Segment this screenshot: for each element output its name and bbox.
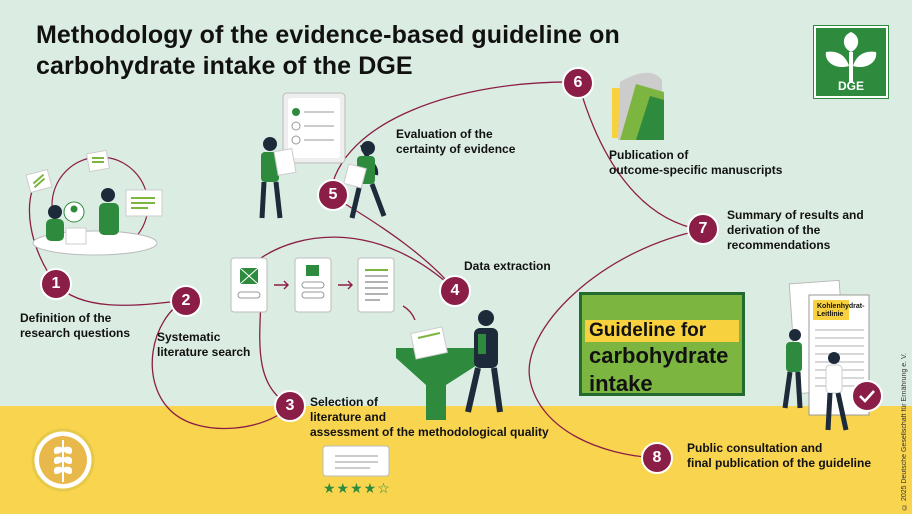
leaves-icon — [825, 32, 877, 82]
process-path — [28, 81, 703, 459]
wheat-icon — [31, 428, 95, 492]
floating-cards — [25, 149, 163, 245]
ground-band — [0, 406, 912, 514]
search-documents — [230, 257, 416, 321]
step-4-label: Data extraction — [464, 259, 551, 273]
dge-logo: DGE — [814, 26, 888, 98]
guideline-box-line-2: carbohydrate — [589, 343, 729, 368]
team-people — [46, 188, 119, 241]
funnel — [396, 326, 488, 420]
step-5-number: 5 — [317, 179, 349, 211]
step-7-number: 7 — [687, 213, 719, 245]
title-line-2: carbohydrate intake of the DGE — [36, 52, 413, 80]
document-label: Kohlenhydrat- Leitlinie — [817, 303, 865, 318]
guideline-documents — [788, 279, 883, 416]
rating-card — [322, 445, 390, 477]
dge-logo-text: DGE — [837, 79, 864, 93]
copyright: © 2025 Deutsche Gesellschaft für Ernähru… — [901, 353, 908, 510]
step-6-number: 6 — [562, 67, 594, 99]
evaluation-checklist — [282, 92, 346, 164]
manuscript-stack — [612, 72, 664, 140]
guideline-box: Guideline for carbohydrate intake — [579, 292, 745, 396]
step-8-number: 8 — [641, 442, 673, 474]
rating-stars: ★★★★☆ — [323, 480, 391, 496]
title-line-1: Methodology of the evidence-based guidel… — [36, 21, 620, 49]
guideline-people — [782, 329, 849, 431]
team-table — [32, 230, 158, 256]
step-4-number: 4 — [439, 275, 471, 307]
step-1-number: 1 — [40, 268, 72, 300]
guideline-box-line-1: Guideline for — [585, 320, 739, 342]
page-title: Methodology of the evidence-based guidel… — [36, 20, 620, 82]
evaluation-people — [259, 137, 387, 219]
guideline-box-line-3: intake — [589, 371, 653, 396]
step-2-number: 2 — [170, 285, 202, 317]
step-3-number: 3 — [274, 390, 306, 422]
person-funnel — [465, 310, 503, 413]
